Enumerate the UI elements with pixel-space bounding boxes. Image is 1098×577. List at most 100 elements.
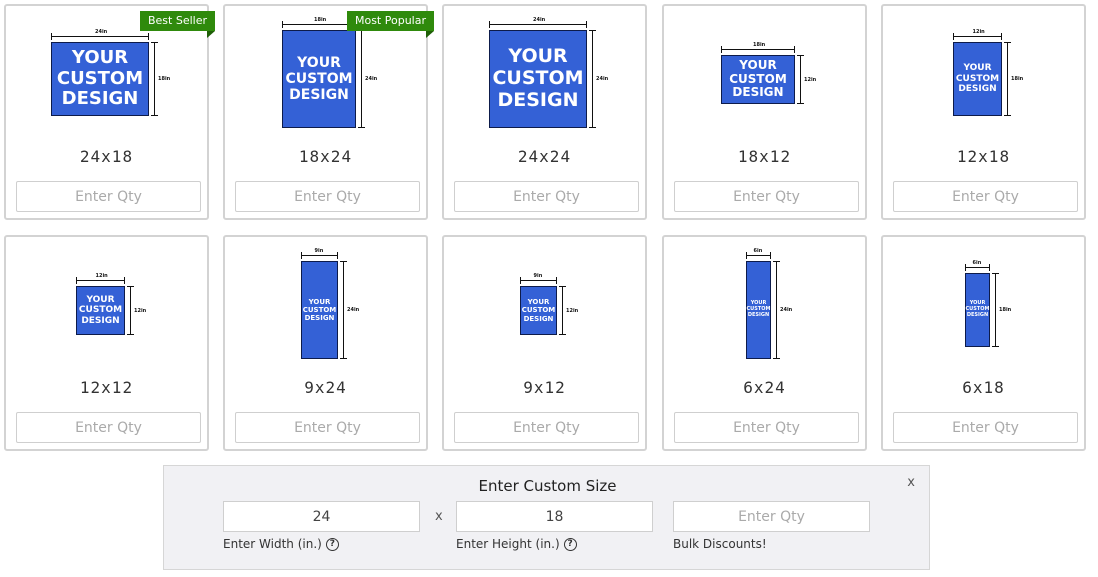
height-label: Enter Height (in.) xyxy=(456,537,560,551)
width-dimension-line xyxy=(746,252,771,259)
sign-preview: YOUR CUSTOM DESIGN xyxy=(51,42,149,116)
size-artwork: YOUR CUSTOM DESIGN 6in 18in xyxy=(883,237,1088,372)
qty-input[interactable] xyxy=(16,181,201,212)
custom-qty-input[interactable] xyxy=(673,501,870,532)
width-dimension-line xyxy=(301,252,338,259)
size-artwork: YOUR CUSTOM DESIGN 18in 12in xyxy=(664,6,869,141)
size-label: 12x12 xyxy=(79,378,134,397)
product-card-18x12[interactable]: YOUR CUSTOM DESIGN 18in 12in 18x12 xyxy=(662,4,867,220)
qty-input[interactable] xyxy=(235,181,420,212)
height-dimension-label: 24in xyxy=(365,76,378,82)
height-dimension-line xyxy=(992,273,999,347)
product-card-9x12[interactable]: YOUR CUSTOM DESIGN 9in 12in 9x12 xyxy=(442,235,647,451)
width-label-row: Enter Width (in.) ? xyxy=(223,537,339,551)
width-dimension-label: 6in xyxy=(972,260,982,266)
height-dimension-line xyxy=(358,30,365,128)
custom-size-panel: Enter Custom Size x x Enter Width (in.) … xyxy=(163,465,930,570)
width-dimension-line xyxy=(520,277,557,284)
width-dimension-label: 6in xyxy=(753,248,763,254)
height-dimension-line xyxy=(773,261,780,359)
size-label: 6x24 xyxy=(743,378,786,397)
sign-preview: YOUR CUSTOM DESIGN xyxy=(721,55,795,104)
size-artwork: YOUR CUSTOM DESIGN 6in 24in xyxy=(664,237,869,372)
height-dimension-line xyxy=(1004,42,1011,116)
qty-input[interactable] xyxy=(674,412,859,443)
sign-preview: YOUR CUSTOM DESIGN xyxy=(953,42,1002,116)
width-dimension-label: 18in xyxy=(753,42,766,48)
times-sign: x xyxy=(435,509,443,524)
width-label: Enter Width (in.) xyxy=(223,537,322,551)
qty-input[interactable] xyxy=(893,412,1078,443)
qty-input[interactable] xyxy=(893,181,1078,212)
ribbon-badge: Most Popular xyxy=(346,11,435,38)
height-dimension-line xyxy=(589,30,596,128)
width-dimension-line xyxy=(51,33,149,40)
sign-preview: YOUR CUSTOM DESIGN xyxy=(520,286,557,335)
close-icon[interactable]: x xyxy=(907,475,915,490)
height-dimension-label: 12in xyxy=(566,307,579,314)
width-dimension-label: 18in xyxy=(314,17,327,23)
sign-preview: YOUR CUSTOM DESIGN xyxy=(965,273,990,347)
height-dimension-label: 24in xyxy=(780,307,793,313)
height-dimension-line xyxy=(559,286,566,335)
bulk-discounts-label: Bulk Discounts! xyxy=(673,537,767,551)
custom-size-title: Enter Custom Size xyxy=(478,477,617,495)
width-dimension-line xyxy=(965,264,990,271)
height-dimension-label: 12in xyxy=(804,76,817,83)
width-dimension-label: 24in xyxy=(95,29,108,35)
size-label: 6x18 xyxy=(962,378,1005,397)
size-artwork: YOUR CUSTOM DESIGN 12in 18in xyxy=(883,6,1088,141)
width-dimension-line xyxy=(282,21,356,28)
help-circle-icon[interactable]: ? xyxy=(563,537,577,551)
qty-input[interactable] xyxy=(16,412,201,443)
width-dimension-label: 9in xyxy=(314,248,324,254)
sign-preview: YOUR CUSTOM DESIGN xyxy=(76,286,125,335)
product-card-12x18[interactable]: YOUR CUSTOM DESIGN 12in 18in 12x18 xyxy=(881,4,1086,220)
width-dimension-label: 12in xyxy=(95,273,108,279)
size-label: 24x24 xyxy=(517,147,572,166)
ribbon-badge: Best Seller xyxy=(139,11,216,38)
qty-input[interactable] xyxy=(674,181,859,212)
width-dimension-line xyxy=(76,277,125,284)
height-dimension-line xyxy=(151,42,158,116)
custom-width-input[interactable] xyxy=(223,501,420,532)
size-label: 9x24 xyxy=(304,378,347,397)
size-artwork: YOUR CUSTOM DESIGN 24in 18in xyxy=(6,6,211,141)
width-dimension-line xyxy=(489,21,587,28)
sign-preview: YOUR CUSTOM DESIGN xyxy=(746,261,771,359)
width-dimension-line xyxy=(953,33,1002,40)
size-label: 12x18 xyxy=(956,147,1011,166)
height-dimension-label: 18in xyxy=(158,76,171,82)
height-dimension-line xyxy=(797,55,804,104)
custom-height-input[interactable] xyxy=(456,501,653,532)
sign-preview: YOUR CUSTOM DESIGN xyxy=(489,30,587,128)
qty-input[interactable] xyxy=(454,181,639,212)
size-label: 18x12 xyxy=(737,147,792,166)
help-circle-icon[interactable]: ? xyxy=(325,537,339,551)
qty-input[interactable] xyxy=(235,412,420,443)
size-label: 24x18 xyxy=(79,147,134,166)
sign-preview: YOUR CUSTOM DESIGN xyxy=(301,261,338,359)
width-dimension-label: 9in xyxy=(533,273,543,279)
size-label: 18x24 xyxy=(298,147,353,166)
height-dimension-line xyxy=(127,286,134,335)
product-card-6x18[interactable]: YOUR CUSTOM DESIGN 6in 18in 6x18 xyxy=(881,235,1086,451)
size-label: 9x12 xyxy=(523,378,566,397)
width-dimension-label: 12in xyxy=(972,29,985,35)
height-dimension-label: 18in xyxy=(1011,76,1024,82)
size-artwork: YOUR CUSTOM DESIGN 9in 12in xyxy=(444,237,649,372)
height-dimension-label: 18in xyxy=(999,307,1012,313)
height-dimension-label: 24in xyxy=(596,76,609,82)
width-dimension-line xyxy=(721,46,795,53)
qty-input[interactable] xyxy=(454,412,639,443)
height-label-row: Enter Height (in.) ? xyxy=(456,537,577,551)
product-card-6x24[interactable]: YOUR CUSTOM DESIGN 6in 24in 6x24 xyxy=(662,235,867,451)
